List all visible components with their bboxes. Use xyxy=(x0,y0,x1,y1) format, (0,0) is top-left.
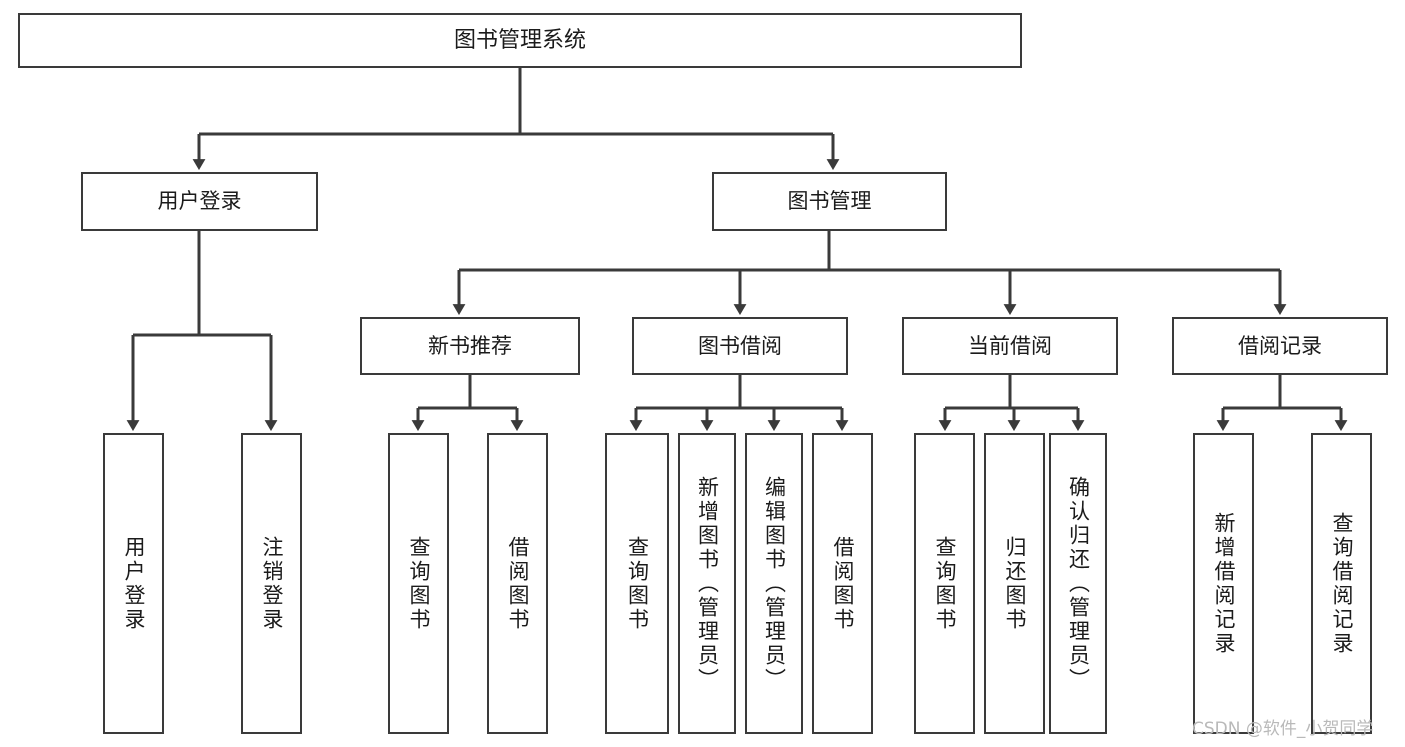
node-book-borrow[interactable]: 图书借阅 xyxy=(632,317,848,375)
node-leaf-user-login[interactable]: 用户登录 xyxy=(103,433,164,734)
node-leaf-return-book-label: 归还图书 xyxy=(1003,535,1027,632)
node-leaf-borrow-book-recommend[interactable]: 借阅图书 xyxy=(487,433,548,734)
node-leaf-query-borrow-record-label: 查询借阅记录 xyxy=(1330,511,1354,656)
node-root-label: 图书管理系统 xyxy=(453,27,586,53)
node-leaf-add-book-admin[interactable]: 新增图书（管理员） xyxy=(678,433,736,734)
node-new-book-recommend[interactable]: 新书推荐 xyxy=(360,317,580,375)
node-borrow-record-label: 借阅记录 xyxy=(1238,333,1322,358)
node-leaf-query-book-recommend[interactable]: 查询图书 xyxy=(388,433,449,734)
node-book-manage-label: 图书管理 xyxy=(787,189,872,213)
node-leaf-confirm-return-admin[interactable]: 确认归还（管理员） xyxy=(1049,433,1107,734)
node-user-login[interactable]: 用户登录 xyxy=(81,172,318,231)
node-leaf-add-borrow-record[interactable]: 新增借阅记录 xyxy=(1193,433,1254,734)
node-leaf-borrow-book-recommend-label: 借阅图书 xyxy=(506,535,530,632)
node-leaf-add-book-admin-label: 新增图书（管理员） xyxy=(695,475,720,692)
node-leaf-edit-book-admin[interactable]: 编辑图书（管理员） xyxy=(745,433,803,734)
node-leaf-borrow-book[interactable]: 借阅图书 xyxy=(812,433,873,734)
csdn-watermark: CSDN @软件_小贺同学 xyxy=(1192,719,1374,739)
node-leaf-query-book-borrow[interactable]: 查询图书 xyxy=(605,433,669,734)
node-leaf-query-book-recommend-label: 查询图书 xyxy=(407,535,431,632)
node-leaf-query-book-borrow-label: 查询图书 xyxy=(625,535,650,632)
node-leaf-query-book-current-label: 查询图书 xyxy=(933,535,957,632)
node-leaf-edit-book-admin-label: 编辑图书（管理员） xyxy=(762,475,787,692)
node-leaf-return-book[interactable]: 归还图书 xyxy=(984,433,1045,734)
node-book-borrow-label: 图书借阅 xyxy=(698,333,782,358)
node-user-login-label: 用户登录 xyxy=(157,189,242,213)
node-new-book-recommend-label: 新书推荐 xyxy=(428,333,512,358)
node-current-borrow-label: 当前借阅 xyxy=(968,333,1052,358)
node-leaf-logout-label: 注销登录 xyxy=(260,535,284,632)
node-leaf-user-login-label: 用户登录 xyxy=(122,535,146,632)
node-leaf-query-borrow-record[interactable]: 查询借阅记录 xyxy=(1311,433,1372,734)
node-leaf-confirm-return-admin-label: 确认归还（管理员） xyxy=(1066,475,1091,692)
node-current-borrow[interactable]: 当前借阅 xyxy=(902,317,1118,375)
node-borrow-record[interactable]: 借阅记录 xyxy=(1172,317,1388,375)
node-leaf-query-book-current[interactable]: 查询图书 xyxy=(914,433,975,734)
node-root[interactable]: 图书管理系统 xyxy=(18,13,1022,68)
node-leaf-logout[interactable]: 注销登录 xyxy=(241,433,302,734)
node-leaf-borrow-book-label: 借阅图书 xyxy=(831,535,855,632)
node-leaf-add-borrow-record-label: 新增借阅记录 xyxy=(1212,511,1236,656)
node-book-manage[interactable]: 图书管理 xyxy=(712,172,947,231)
